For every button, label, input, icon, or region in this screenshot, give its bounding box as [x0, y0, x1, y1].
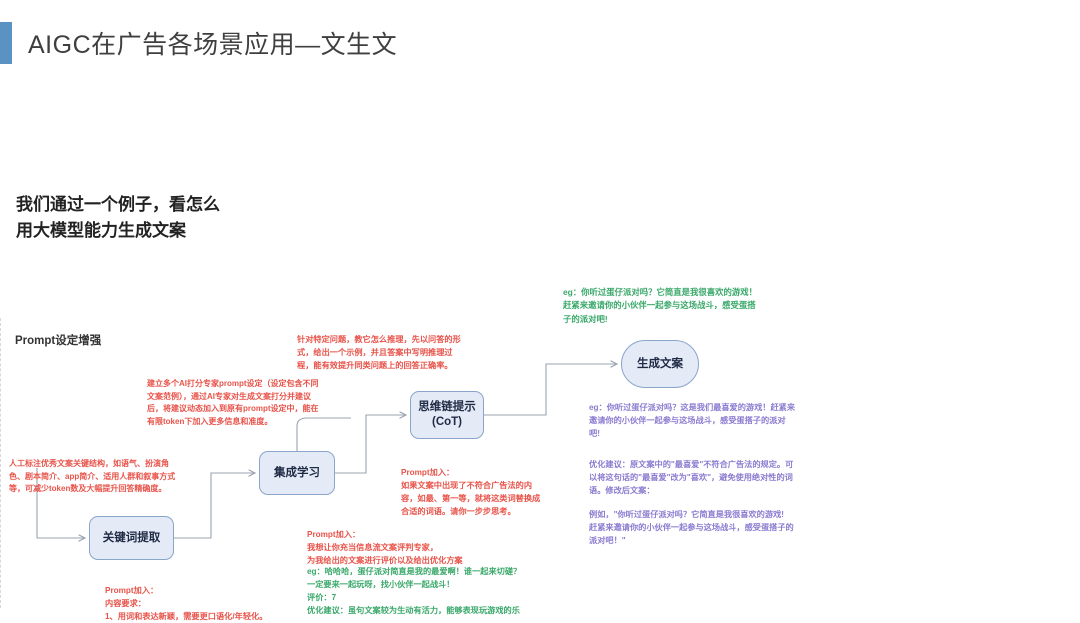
- annotation-prompt-eval-body: 我想让你充当信息流文案评判专家， 为我给出的文案进行评价以及给出优化方案: [307, 543, 463, 565]
- annotation-prompt-cot-body: 如果文案中出现了不符合广告法的内 容，如最、第一等，就将这类词替换成 合适的词语…: [401, 481, 541, 516]
- annotation-cot-description: 针对特定问题，教它怎么推理，先以问答的形 式，给出一个示例，并且答案中写明推理过…: [297, 335, 461, 370]
- annotation-build-experts: 建立多个AI打分专家prompt设定（设定包含不同 文案范例），通过AI专家对生…: [147, 379, 319, 426]
- flow-connectors: [36, 318, 1080, 608]
- flow-node-keyword-extraction[interactable]: 关键词提取: [89, 516, 174, 560]
- annotation-prompt-cot-heading: Prompt加入：: [401, 468, 455, 477]
- slide-header: AIGC在广告各场景应用—文生文: [0, 22, 397, 64]
- annotation-prompt-requirements-body: 内容要求： 1、用词和表达新颖，需要更口语化/年轻化。: [105, 599, 268, 621]
- diagram-canvas: Prompt设定增强 关键词提取 集成学习 思维链提示 (CoT) 生成文案 建…: [0, 287, 1080, 621]
- lead-paragraph: 我们通过一个例子，看怎么 用大模型能力生成文案: [16, 192, 220, 244]
- annotation-prompt-requirements: Prompt加入： 内容要求： 1、用词和表达新颖，需要更口语化/年轻化。: [105, 571, 305, 623]
- flow-node-chain-of-thought[interactable]: 思维链提示 (CoT): [410, 391, 484, 439]
- title-accent-bar: [0, 22, 12, 64]
- annotation-prompt-requirements-heading: Prompt加入：: [105, 586, 159, 595]
- annotation-example-middle: eg：哈哈哈，蛋仔派对简直是我的最爱啊！谁一起来切磋？ 一定要来一起玩呀，找小伙…: [307, 567, 522, 615]
- annotation-example-right-1: eg：你听过蛋仔派对吗？这是我们最喜爱的游戏！赶紧来 邀请你的小伙伴一起参与这场…: [589, 403, 796, 439]
- flow-node-ensemble-learning[interactable]: 集成学习: [259, 451, 335, 495]
- annotation-human-label: 人工标注优秀文案关键结构，如语气、扮演角 色、剧本简介、app简介、适用人群和叙…: [9, 459, 176, 494]
- annotation-prompt-eval: Prompt加入： 我想让你充当信息流文案评判专家， 为我给出的文案进行评价以及给…: [307, 515, 517, 567]
- page-title: AIGC在广告各场景应用—文生文: [28, 31, 398, 59]
- annotation-example-top: eg：你听过蛋仔派对吗？它简直是我很喜欢的游戏！ 赶紧来邀请你的小伙伴一起参与这…: [563, 287, 758, 324]
- canvas-label: Prompt设定增强: [15, 335, 102, 347]
- annotation-example-right-2: 优化建议：原文案中的"最喜爱"不符合广告法的规定。可 以将这句话的"最喜爱"改为…: [589, 460, 794, 496]
- annotation-prompt-cot: Prompt加入： 如果文案中出现了不符合广告法的内 容，如最、第一等，就将这类词…: [401, 453, 556, 518]
- annotation-example-right-3: 例如，"你听过蛋仔派对吗？它简直是我很喜欢的游戏! 赶紧来邀请你的小伙伴一起参与…: [589, 510, 794, 546]
- lead-line-2: 用大模型能力生成文案: [16, 221, 186, 240]
- annotation-prompt-eval-heading: Prompt加入：: [307, 530, 361, 539]
- flow-node-generate-copy[interactable]: 生成文案: [621, 340, 699, 388]
- lead-line-1: 我们通过一个例子，看怎么: [16, 195, 220, 214]
